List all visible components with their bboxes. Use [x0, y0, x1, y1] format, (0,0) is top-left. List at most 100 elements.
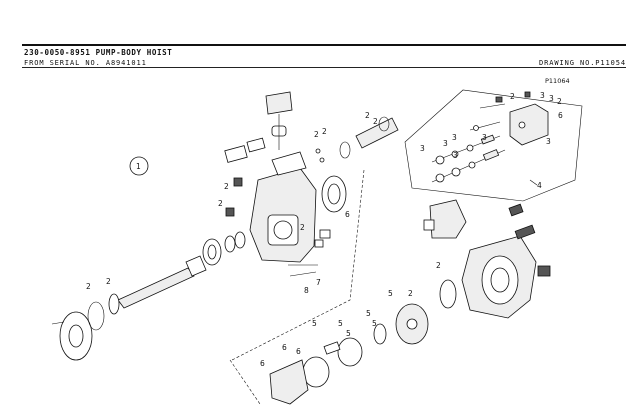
callout-label: 3 [482, 133, 487, 142]
cylinder-center [406, 318, 418, 330]
callout-label: 5 [372, 319, 377, 328]
callout-label: 3 [443, 139, 448, 148]
relief-valve-cartridge [265, 91, 293, 115]
header-rule-top [22, 44, 626, 46]
callout-label: 2 [314, 130, 319, 139]
callout-label: 7 [316, 278, 321, 287]
bolt [514, 224, 536, 240]
pump-body-main [224, 91, 317, 263]
spool-upper [431, 134, 501, 165]
threaded-plug [355, 117, 399, 149]
callout-label: 8 [304, 286, 309, 295]
center-lines [229, 169, 365, 405]
sub-drawing-ref: P11064 [545, 77, 570, 85]
callout-label: 2 [365, 111, 370, 120]
ball [315, 148, 321, 154]
cover-plate-inner [327, 183, 341, 205]
serial-number-text: FROM SERIAL NO. A8941011 [24, 59, 147, 67]
callout-label: 5 [346, 329, 351, 338]
callout-label: 6 [296, 347, 301, 356]
bolt-shank [479, 103, 506, 109]
callout-label: 6 [345, 210, 350, 219]
leader-line [529, 179, 538, 186]
shaft-spline [185, 255, 207, 277]
group-callout-number: 1 [136, 162, 141, 171]
piston [323, 341, 341, 355]
retainer-plate [337, 337, 363, 367]
callout-label: 2 [557, 97, 562, 106]
cover-plate-group [321, 116, 399, 213]
valve-block [509, 103, 549, 146]
callout-label: 3 [540, 91, 545, 100]
callout-label: 6 [558, 111, 563, 120]
valve-plate [439, 279, 457, 309]
callout-label: 3 [546, 137, 551, 146]
front-cover-group [51, 293, 120, 361]
o-ring [378, 116, 390, 132]
callout-label: 3 [549, 94, 554, 103]
callout-label: 3 [453, 151, 458, 160]
callout-label: 2 [322, 127, 327, 136]
housing-bore-inner [273, 220, 293, 240]
fitting [233, 177, 243, 187]
rotating-group [269, 279, 457, 405]
fitting-nut [524, 91, 531, 98]
shaft-body [117, 267, 195, 309]
plug [508, 203, 524, 217]
callout-label: 5 [366, 309, 371, 318]
plug [537, 265, 551, 277]
callout-label: 2 [300, 223, 305, 232]
housing-top-boss [271, 151, 307, 176]
drawing-number: DRAWING NO.P11054 [539, 59, 626, 67]
o-ring [339, 141, 351, 159]
callout-label: 2 [436, 261, 441, 270]
ball [319, 157, 325, 163]
callout-label: 3 [452, 133, 457, 142]
stud [289, 271, 317, 277]
spherical-bushing [373, 323, 387, 345]
callout-label: 3 [420, 144, 425, 153]
callout-label: 4 [537, 181, 542, 190]
snap-ring [224, 235, 236, 253]
fitting [314, 239, 324, 248]
fitting [319, 229, 331, 239]
inset-boundary [404, 89, 583, 202]
fitting-nut [495, 96, 503, 103]
callout-label: 2 [218, 199, 223, 208]
callout-label: 2 [224, 182, 229, 191]
callout-label: 2 [106, 277, 111, 286]
callout-labels: 2 2 2 2 2 2 2 2 2 2 2 2 2 3 3 3 3 3 3 3 … [86, 91, 563, 368]
callout-label: 5 [312, 319, 317, 328]
drive-shaft [117, 231, 246, 309]
control-valve [429, 199, 467, 239]
callout-label: 5 [338, 319, 343, 328]
seal [108, 293, 120, 315]
valve-subassembly-inset: P11064 [404, 77, 583, 202]
body-fittings [225, 148, 331, 277]
spool-lower [431, 149, 506, 183]
drawing-title: 230-0050-8951 PUMP-BODY HOIST [24, 48, 173, 57]
rear-pump-body [423, 199, 551, 319]
valve-port [518, 121, 526, 129]
callout-label: 2 [510, 92, 515, 101]
rear-housing-bore-inner [490, 267, 510, 293]
spool-short [469, 121, 501, 131]
callout-label: 2 [408, 289, 413, 298]
bearing-inner [207, 244, 217, 260]
valve-cap [423, 219, 435, 231]
shim [234, 231, 246, 249]
o-ring [87, 301, 105, 331]
callout-label: 5 [388, 289, 393, 298]
bolt [51, 321, 65, 325]
front-cover-bore [68, 324, 84, 348]
callout-label: 6 [260, 359, 265, 368]
fitting [225, 207, 235, 217]
group-callout: 1 [129, 156, 149, 176]
callout-label: 6 [282, 343, 287, 352]
callout-label: 2 [373, 117, 378, 126]
header-rule-bottom [22, 67, 626, 68]
swash-plate-support [269, 359, 309, 405]
callout-label: 2 [86, 282, 91, 291]
